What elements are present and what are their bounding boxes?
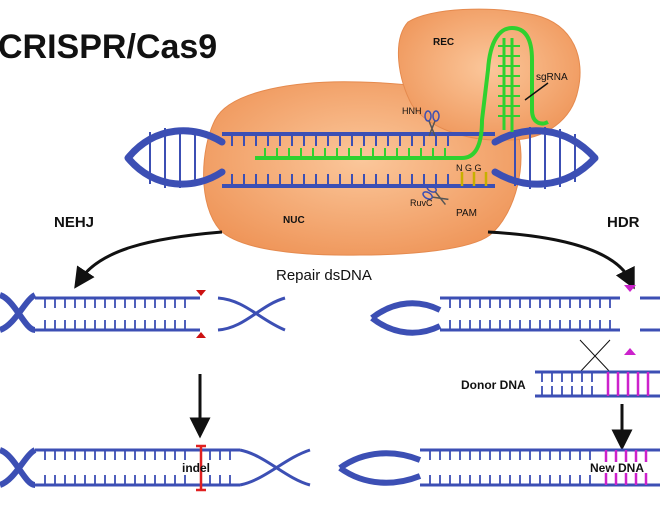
pam-label: PAM bbox=[456, 208, 477, 219]
nehj-result-dna bbox=[0, 444, 311, 492]
sgrna-label: sgRNA bbox=[536, 72, 568, 83]
cut-triangle-icon bbox=[624, 285, 636, 292]
cut-triangle-icon bbox=[624, 348, 636, 355]
sgrna-pointer bbox=[524, 82, 549, 101]
new-dna-label: New DNA bbox=[590, 461, 644, 475]
hdr-cut-dna bbox=[370, 285, 660, 355]
repair-label: Repair dsDNA bbox=[276, 267, 372, 284]
cut-triangle-icon bbox=[196, 332, 206, 338]
indel-label: indel bbox=[182, 461, 210, 475]
cas9-complex: REC sgRNA HNH N G G RuvC PAM NUC bbox=[124, 8, 599, 256]
nehj-label: NEHJ bbox=[54, 214, 94, 231]
scissors-icon bbox=[422, 184, 449, 206]
pam-ticks bbox=[460, 172, 488, 186]
ruvc-label: RuvC bbox=[410, 198, 433, 208]
cut-triangle-icon bbox=[196, 290, 206, 296]
donor-label: Donor DNA bbox=[461, 378, 526, 392]
hdr-result-dna bbox=[338, 448, 660, 487]
top-helix-left bbox=[124, 127, 226, 188]
ngg-label: N G G bbox=[456, 163, 482, 173]
nuc-label: NUC bbox=[283, 215, 305, 226]
hdr-label: HDR bbox=[607, 214, 640, 231]
page-title: CRISPR/Cas9 bbox=[0, 28, 217, 66]
hnh-label: HNH bbox=[402, 106, 422, 116]
nehj-arrow bbox=[74, 230, 223, 289]
hdr-arrow bbox=[487, 230, 635, 290]
donor-dna bbox=[535, 339, 660, 398]
nehj-cut-dna bbox=[0, 290, 286, 338]
rec-label: REC bbox=[433, 37, 454, 48]
indel-mark bbox=[196, 444, 206, 492]
scissors-icon bbox=[424, 110, 440, 137]
